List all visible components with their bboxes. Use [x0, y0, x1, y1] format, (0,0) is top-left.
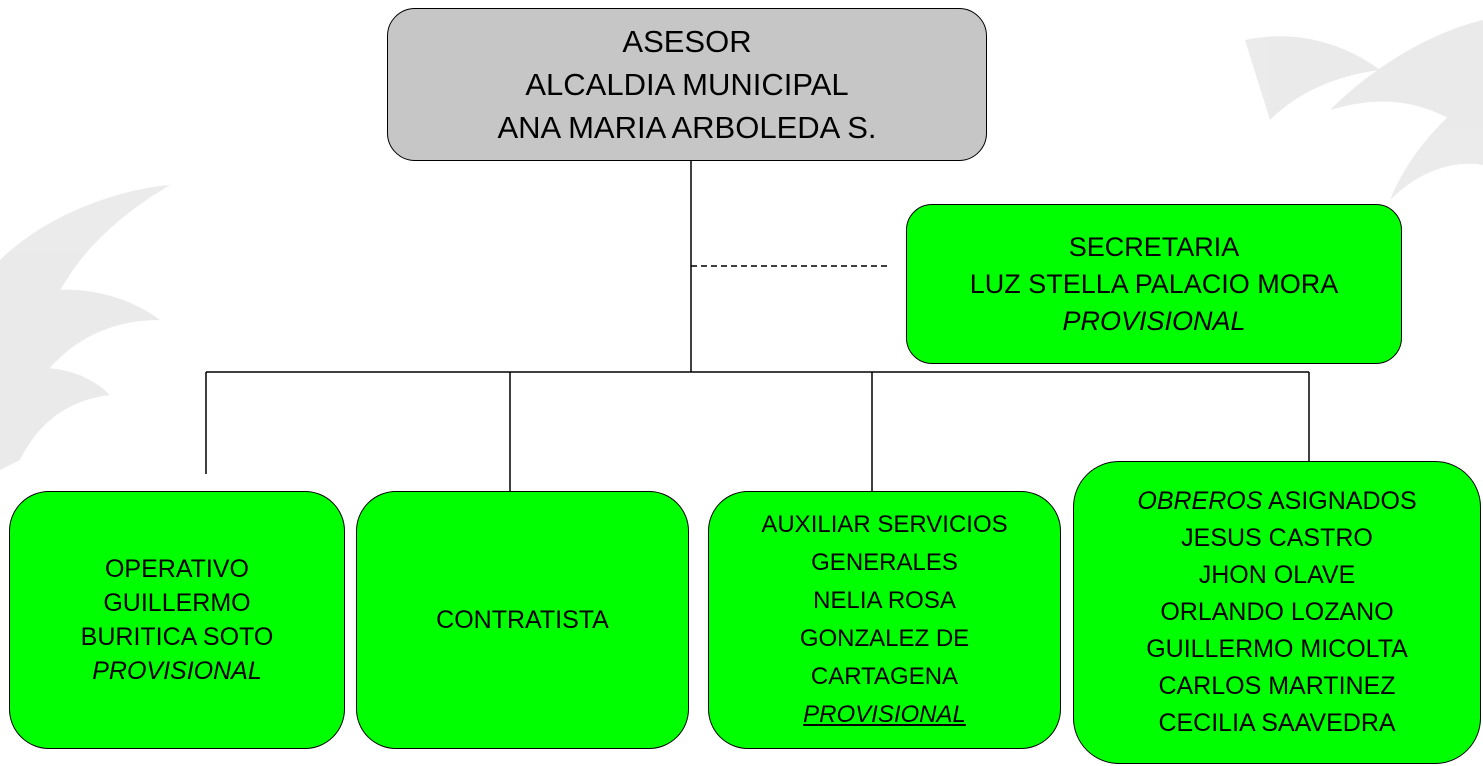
auxiliar-title-2: GENERALES: [811, 549, 958, 576]
asesor-box: ASESOR ALCALDIA MUNICIPAL ANA MARIA ARBO…: [387, 8, 987, 161]
obreros-box: OBREROS ASIGNADOS JESUS CASTRO JHON OLAV…: [1073, 461, 1481, 764]
obrero-name: GUILLERMO MICOLTA: [1146, 635, 1408, 663]
operativo-title: OPERATIVO: [104, 555, 249, 583]
secretaria-title: SECRETARIA: [1068, 231, 1240, 262]
operativo-status: PROVISIONAL: [92, 657, 262, 685]
operativo-box: OPERATIVO GUILLERMO BURITICA SOTO PROVIS…: [9, 491, 345, 749]
operativo-name-first: GUILLERMO: [103, 589, 251, 617]
operativo-name-last: BURITICA SOTO: [80, 623, 274, 651]
auxiliar-title-1: AUXILIAR SERVICIOS: [761, 511, 1008, 538]
obrero-name: CARLOS MARTINEZ: [1158, 672, 1396, 700]
secretaria-name: LUZ STELLA PALACIO MORA: [969, 268, 1339, 299]
obrero-name: ORLANDO LOZANO: [1160, 598, 1394, 626]
auxiliar-box: AUXILIAR SERVICIOS GENERALES NELIA ROSA …: [708, 491, 1061, 749]
contratista-box: CONTRATISTA: [356, 491, 689, 749]
obreros-title-italic: OBREROS: [1137, 487, 1263, 515]
obrero-name: CECILIA SAAVEDRA: [1158, 709, 1396, 737]
auxiliar-name-1: NELIA ROSA: [813, 587, 956, 614]
asesor-unit: ALCALDIA MUNICIPAL: [525, 67, 849, 102]
secretaria-status: PROVISIONAL: [1062, 305, 1246, 336]
obrero-name: JHON OLAVE: [1198, 561, 1356, 589]
auxiliar-status: PROVISIONAL: [803, 701, 966, 728]
asesor-title: ASESOR: [622, 24, 752, 59]
obreros-title: OBREROS ASIGNADOS: [1137, 483, 1416, 520]
contratista-title: CONTRATISTA: [436, 606, 609, 634]
secretaria-box: SECRETARIA LUZ STELLA PALACIO MORA PROVI…: [906, 204, 1402, 364]
auxiliar-name-3: CARTAGENA: [810, 663, 959, 690]
obreros-title-rest: ASIGNADOS: [1262, 487, 1417, 515]
obrero-name: JESUS CASTRO: [1181, 524, 1373, 552]
auxiliar-name-2: GONZALEZ DE: [799, 625, 970, 652]
asesor-name: ANA MARIA ARBOLEDA S.: [497, 110, 877, 145]
